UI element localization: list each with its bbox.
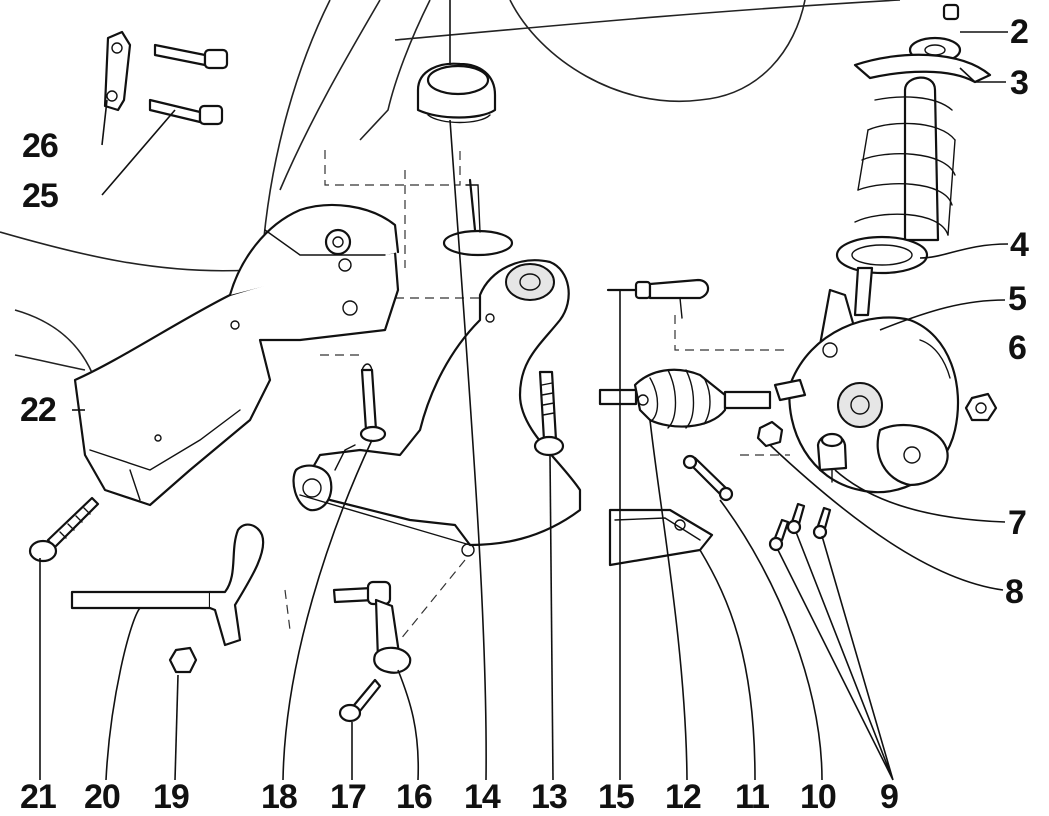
part-bolt-washer-center — [442, 178, 514, 257]
part-9-bolts — [768, 502, 832, 552]
part-18-bolt — [359, 363, 387, 443]
part-7-ball-joint — [816, 432, 848, 483]
callout-4: 4 — [1010, 226, 1029, 264]
callout-2: 2 — [1010, 13, 1029, 51]
assembly-guide-lines — [284, 150, 790, 641]
callout-9: 9 — [880, 778, 899, 816]
callout-7: 7 — [1008, 504, 1027, 542]
callout-3: 3 — [1010, 64, 1029, 102]
part-25-bolt — [148, 43, 229, 126]
callout-leaders — [39, 31, 1009, 781]
body-outline-lines — [0, 0, 901, 381]
callout-11: 11 — [735, 778, 770, 816]
part-8-nut — [756, 420, 784, 448]
callout-22: 22 — [20, 391, 57, 429]
part-11-bracket — [608, 508, 714, 567]
callout-12: 12 — [665, 778, 702, 816]
callout-18: 18 — [261, 778, 298, 816]
callout-20: 20 — [84, 778, 121, 816]
part-21-bolt — [28, 496, 100, 563]
part-4-spring-strut — [835, 3, 992, 317]
part-20-stabilizer-bar — [70, 523, 265, 647]
callout-8: 8 — [1005, 573, 1024, 611]
part-strut-mount-rubber — [416, 0, 497, 124]
part-13-bolt — [533, 370, 565, 457]
callout-15: 15 — [598, 778, 635, 816]
callout-26: 26 — [22, 127, 59, 165]
callout-25: 25 — [22, 177, 59, 215]
callout-19: 19 — [153, 778, 190, 816]
part-26-bracket-plate — [103, 30, 132, 112]
callout-17: 17 — [330, 778, 367, 816]
part-17-bolt — [338, 678, 382, 723]
callout-6: 6 — [1008, 329, 1027, 367]
part-5-wheel-hub-knuckle — [773, 288, 960, 494]
callout-13: 13 — [531, 778, 568, 816]
callout-5: 5 — [1008, 280, 1027, 318]
part-15-tie-rod-end — [606, 278, 710, 319]
part-10-link — [682, 454, 734, 502]
callout-10: 10 — [800, 778, 837, 816]
part-16-drop-link — [332, 580, 412, 674]
part-19-nut — [168, 646, 198, 674]
part-22-subframe — [73, 203, 400, 507]
callout-16: 16 — [396, 778, 433, 816]
callout-21: 21 — [20, 778, 57, 816]
part-12-drive-shaft-boot — [598, 368, 772, 429]
callout-14: 14 — [464, 778, 501, 816]
part-6-nut — [964, 392, 998, 422]
